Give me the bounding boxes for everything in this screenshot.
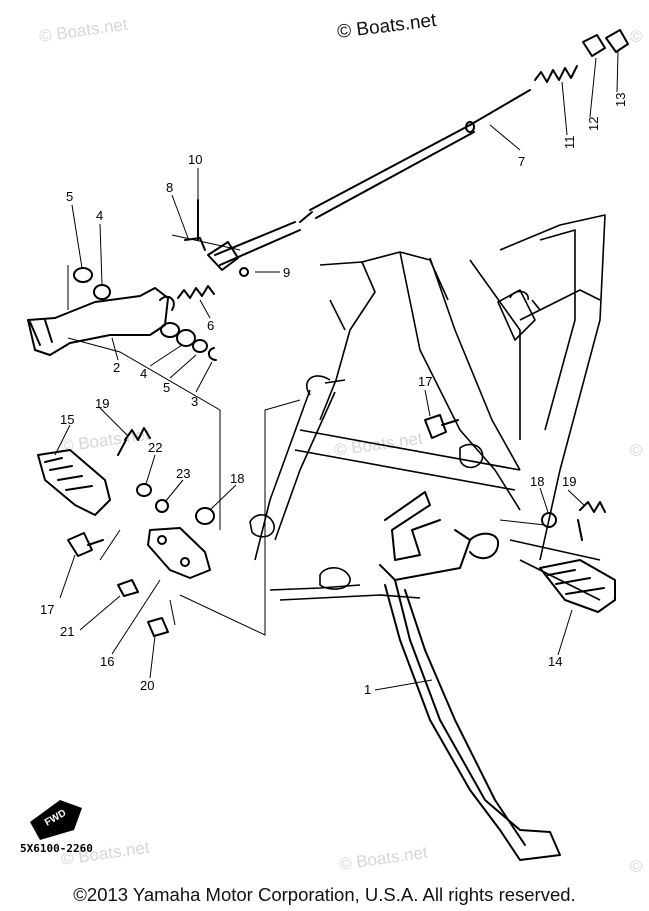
clevis: [184, 199, 249, 277]
part-number: 2: [113, 360, 120, 375]
part-number: 22: [148, 440, 162, 455]
rod-end: [534, 29, 629, 83]
brake-pedal: [27, 287, 180, 356]
header-watermark: © Boats.net: [336, 10, 438, 43]
watermark: ©: [630, 441, 643, 460]
part-number: 18: [530, 474, 544, 489]
part-numbers: 1 2 3 4 4 5 5 6 7 8 9 10 11 12 13 14 15 …: [40, 93, 628, 697]
part-number: 19: [562, 474, 576, 489]
part-number: 3: [191, 394, 198, 409]
part-number: 23: [176, 466, 190, 481]
part-number: 17: [40, 602, 54, 617]
part-number: 5: [163, 380, 170, 395]
part-number: 6: [207, 318, 214, 333]
part-number: 7: [518, 154, 525, 169]
part-number: 17: [418, 374, 432, 389]
part-number: 16: [100, 654, 114, 669]
part-number: 18: [230, 471, 244, 486]
part-number: 14: [548, 654, 562, 669]
spring: [177, 285, 215, 299]
guide-lines: [67, 234, 546, 636]
part-number: 11: [562, 136, 577, 150]
watermark: ©: [630, 27, 643, 46]
diagram-code: 5X6100-2260: [20, 842, 93, 855]
part-number: 9: [283, 265, 290, 280]
watermark: © Boats.net: [38, 15, 129, 46]
frame-outline: [249, 214, 606, 601]
fwd-arrow-icon: FWD: [30, 800, 82, 840]
part-number: 20: [140, 678, 154, 693]
washers: [73, 267, 217, 361]
part-number: 4: [140, 366, 147, 381]
watermark: © Boats.net: [338, 843, 429, 874]
part-number: 13: [613, 93, 628, 107]
part-number: 12: [586, 117, 601, 131]
part-number: 1: [364, 682, 371, 697]
right-footrest: [539, 501, 616, 613]
bolts: [67, 414, 459, 637]
part-number: 10: [188, 152, 202, 167]
sidestand: [379, 491, 561, 861]
part-number: 15: [60, 412, 74, 427]
part-number: 4: [96, 208, 103, 223]
watermark: ©: [630, 857, 643, 876]
left-footrest: [37, 427, 215, 579]
part-number: 19: [95, 396, 109, 411]
part-number: 21: [60, 624, 74, 639]
part-number: 5: [66, 189, 73, 204]
copyright-footer: ©2013 Yamaha Motor Corporation, U.S.A. A…: [73, 884, 576, 905]
leader-lines: [54, 51, 619, 691]
part-number: 8: [166, 180, 173, 195]
brake-rod: [214, 89, 531, 266]
